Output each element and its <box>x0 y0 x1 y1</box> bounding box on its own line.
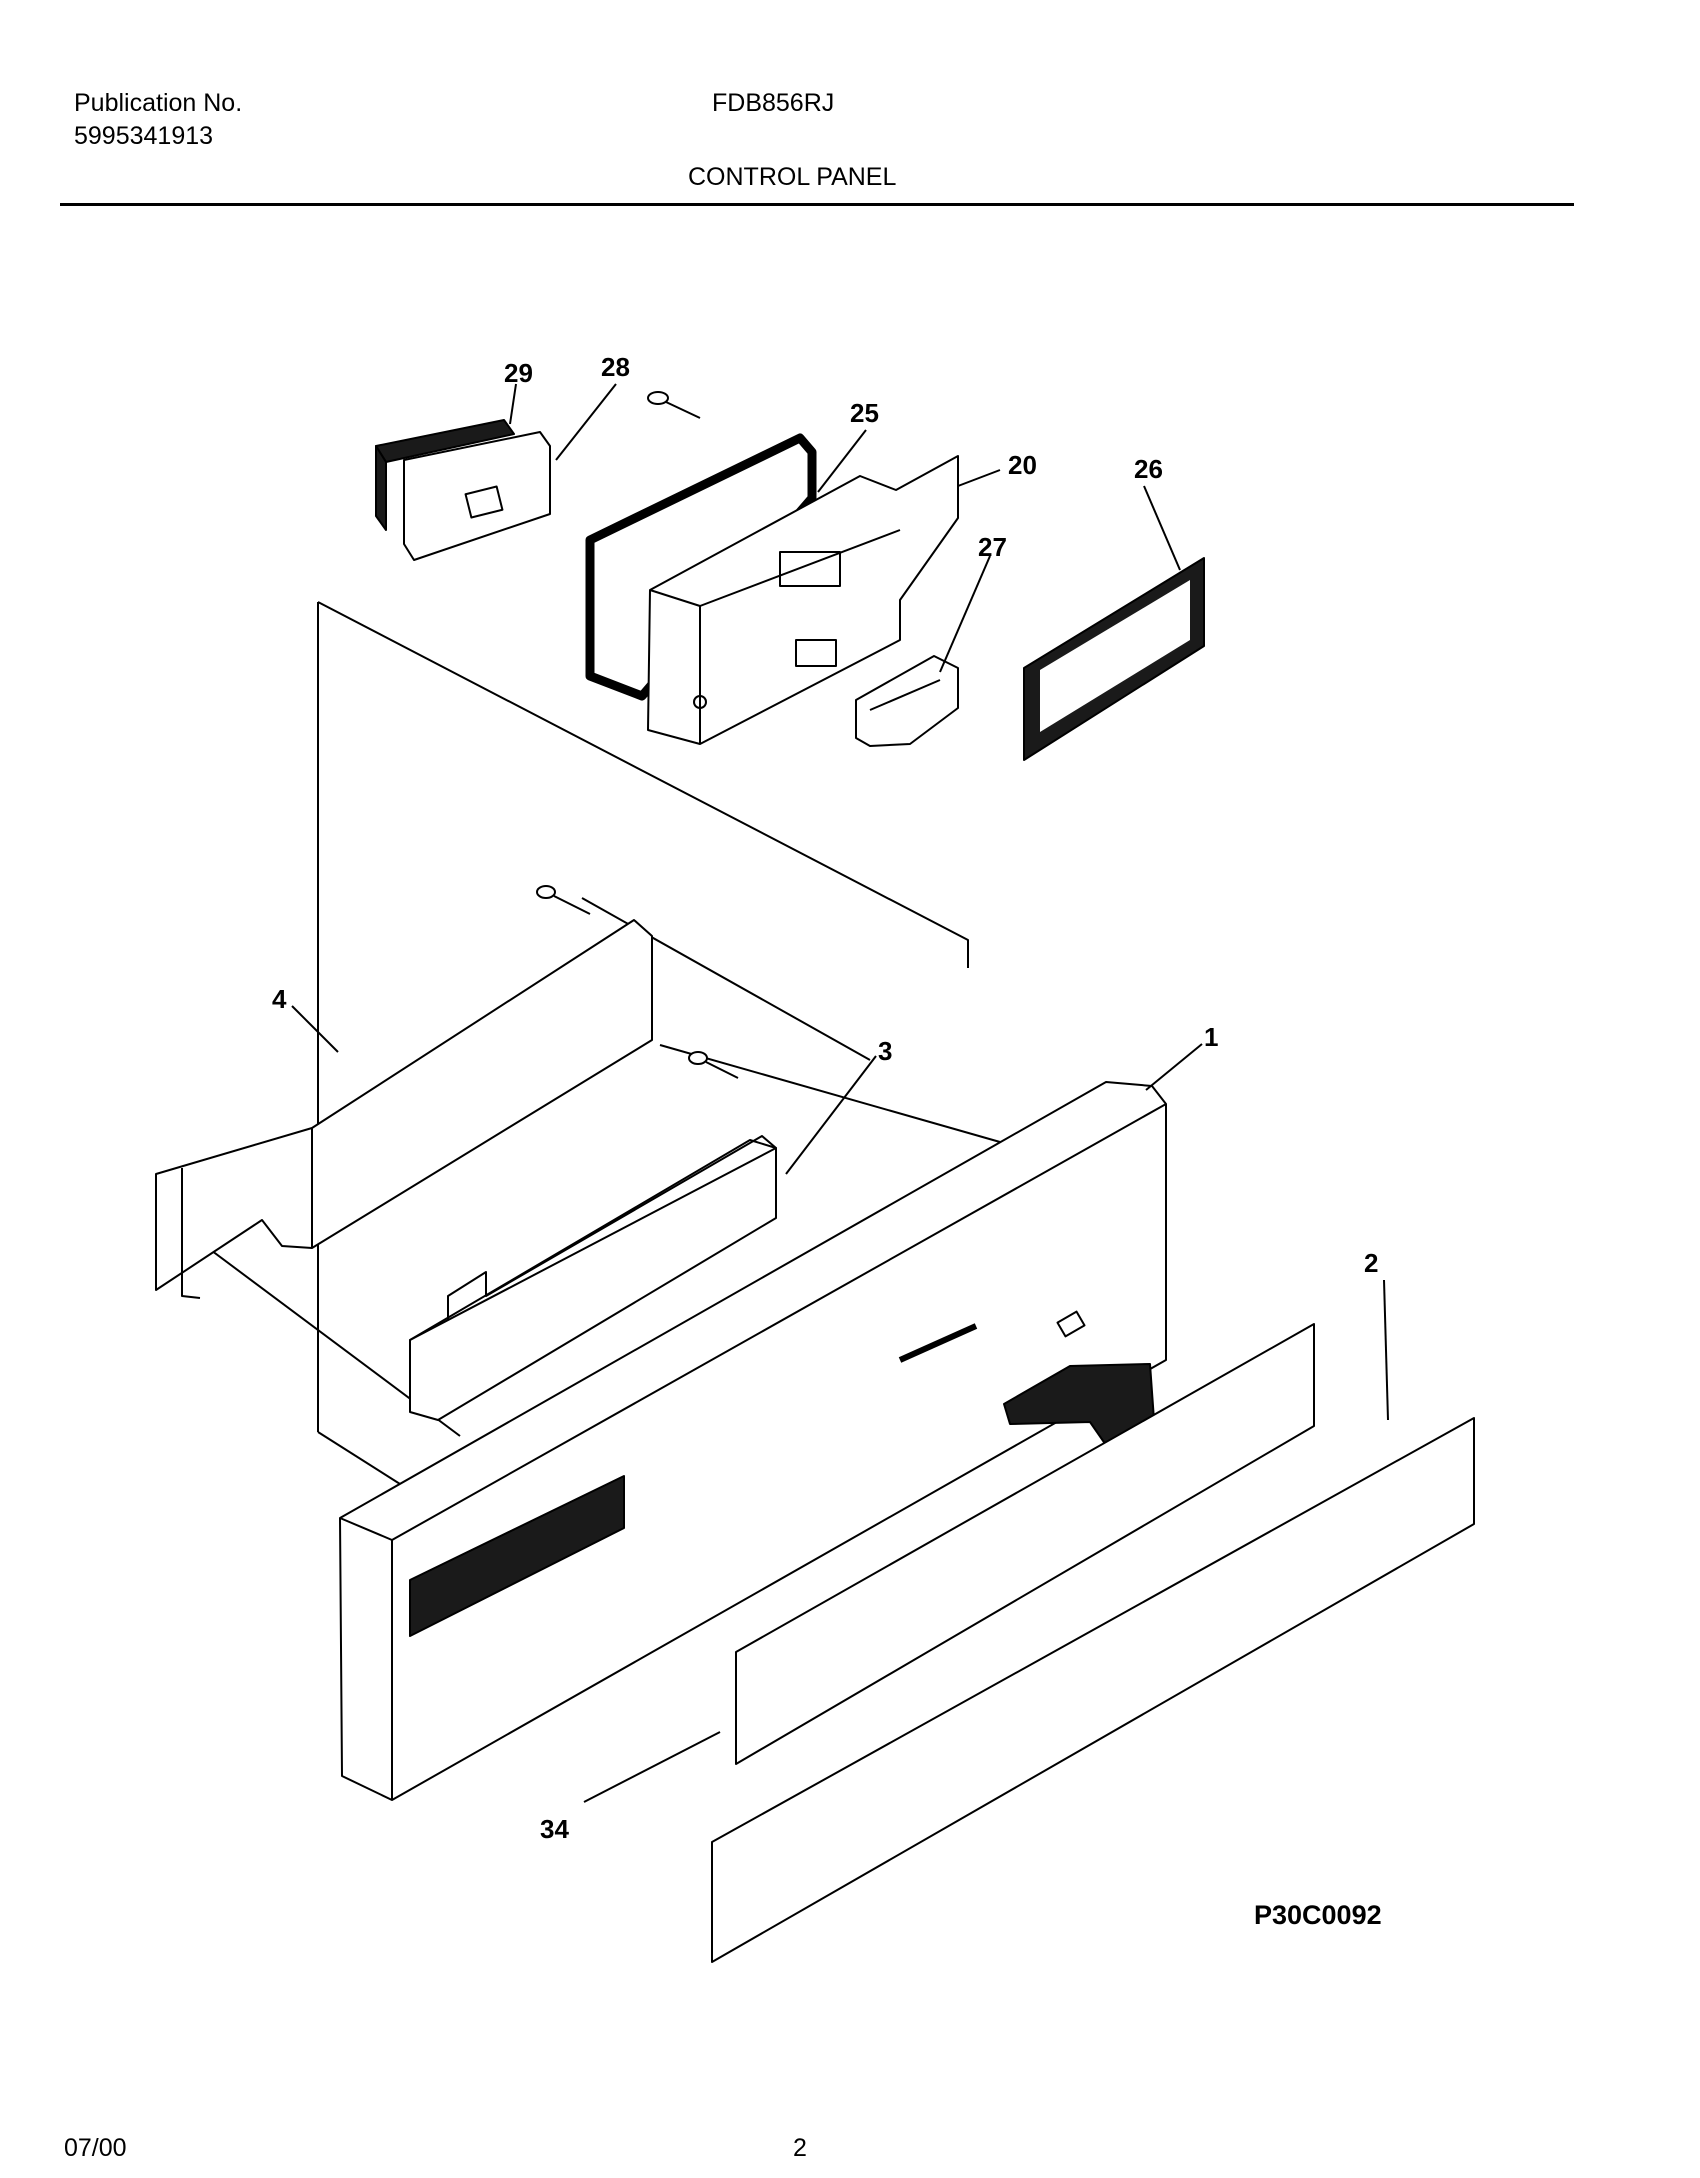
callout-20: 20 <box>1008 450 1037 480</box>
publication-number: 5995341913 <box>74 122 214 150</box>
part-2-overlay <box>711 1417 1475 1963</box>
screw-middle <box>536 885 591 915</box>
part-1-control-console <box>339 1081 1167 1801</box>
part-4-bracket <box>155 919 653 1299</box>
drawing-code: P30C0092 <box>1254 1900 1382 1930</box>
callout-27: 27 <box>978 532 1007 562</box>
screw-lower <box>688 1051 739 1079</box>
callout-29: 29 <box>504 358 533 388</box>
part-20-control-housing <box>647 455 959 745</box>
publication-label: Publication No. <box>74 89 243 117</box>
callout-26: 26 <box>1134 454 1163 484</box>
callout-4: 4 <box>272 984 287 1014</box>
callout-2: 2 <box>1364 1248 1378 1278</box>
header-rule <box>60 203 1574 206</box>
part-25-gasket <box>585 433 817 701</box>
callout-3: 3 <box>878 1036 892 1066</box>
part-34-membrane <box>735 1323 1315 1765</box>
part-3-bracket <box>409 1135 777 1421</box>
part-27-switch <box>855 655 959 747</box>
page-number: 2 <box>793 2134 807 2162</box>
part-26-frame <box>1023 557 1205 761</box>
part-29-cover <box>375 419 515 531</box>
callout-25: 25 <box>850 398 879 428</box>
section-title: CONTROL PANEL <box>688 163 897 191</box>
callout-28: 28 <box>601 352 630 382</box>
callout-1: 1 <box>1204 1022 1218 1052</box>
footer-date: 07/00 <box>64 2134 127 2162</box>
screw-top <box>647 391 701 419</box>
model-number: FDB856RJ <box>712 89 835 117</box>
leader-lines <box>291 383 1389 1803</box>
part-28-button-panel <box>403 431 551 561</box>
callout-34: 34 <box>540 1814 569 1844</box>
